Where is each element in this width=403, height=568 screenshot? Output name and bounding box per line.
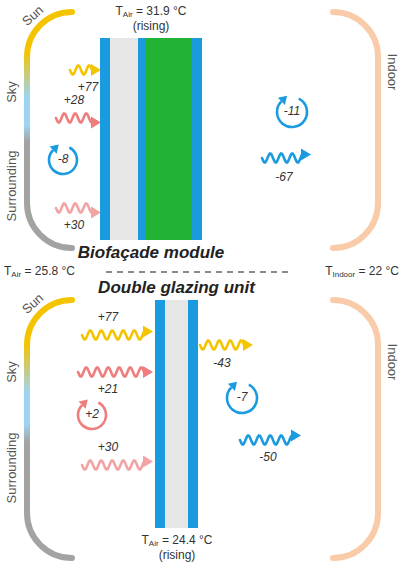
- facade-module: Biofaçade module: [100, 38, 202, 240]
- arrow-head: [143, 326, 153, 338]
- flux-value: -7: [237, 391, 248, 404]
- arrow-head: [91, 206, 101, 218]
- flux-value: +30: [64, 219, 84, 232]
- flux-value: -8: [58, 153, 69, 166]
- module-layer: [146, 38, 192, 240]
- environment-bracket: [27, 300, 72, 558]
- radiation-arrow: [56, 114, 92, 123]
- side-label: Sky: [5, 361, 19, 383]
- radiation-arrow: [56, 204, 92, 213]
- environment-bracket: [27, 12, 72, 248]
- radiation-arrow: [262, 154, 302, 163]
- arrow-head: [91, 64, 101, 76]
- facade-module: Double glazing unit: [155, 300, 198, 528]
- arrow-head: [91, 116, 101, 128]
- module-layer: [100, 38, 110, 240]
- radiation-arrow: [82, 331, 144, 340]
- flux-value: -11: [284, 105, 300, 118]
- temperature-label: TAir = 25.8 °C: [4, 265, 75, 280]
- module-layers: [100, 38, 202, 240]
- convection-arrow: [227, 385, 257, 413]
- flux-value: +30: [98, 441, 118, 454]
- radiation-arrow: [82, 461, 144, 470]
- convection-arrow: [277, 99, 307, 127]
- module-layer: [192, 38, 202, 240]
- module-layer: [110, 38, 138, 240]
- side-label: Surrounding: [5, 433, 19, 504]
- arrow-head: [301, 149, 311, 161]
- temperature-label: TIndoor = 22 °C: [325, 265, 399, 280]
- radiation-arrow: [240, 436, 292, 445]
- module-layer: [155, 300, 165, 528]
- radiation-arrow: [70, 66, 92, 75]
- divider-line: [106, 271, 292, 273]
- radiation-arrow: [200, 341, 244, 350]
- arrow-head: [291, 430, 301, 442]
- arrow-head: [143, 456, 153, 468]
- arrow-head: [243, 339, 253, 351]
- flux-value: +77: [98, 311, 118, 324]
- module-layers: [155, 300, 198, 528]
- flux-value: -43: [213, 357, 230, 370]
- arrow-head: [79, 399, 88, 408]
- side-label: Surrounding: [5, 151, 19, 222]
- flux-value: +28: [64, 94, 84, 107]
- arrow-head: [228, 382, 237, 391]
- side-label: Indoor: [385, 344, 399, 381]
- convection-arrow: [78, 403, 106, 429]
- temperature-label: TAir = 31.9 °C (rising): [116, 5, 187, 33]
- flux-value: +77: [78, 81, 98, 94]
- indoor-bracket: [333, 12, 378, 248]
- flux-value: +2: [85, 408, 99, 421]
- arrow-head: [50, 144, 59, 153]
- module-layer: [138, 38, 146, 240]
- side-label: Sky: [5, 81, 19, 103]
- side-label: Indoor: [385, 54, 399, 91]
- arrow-head: [278, 96, 287, 105]
- module-layer: [165, 300, 188, 528]
- flux-value: +21: [98, 383, 118, 396]
- module-layer: [188, 300, 198, 528]
- flux-value: -50: [259, 451, 276, 464]
- module-heading: Biofaçade module: [78, 243, 224, 263]
- convection-arrow: [49, 148, 77, 174]
- radiation-arrow: [78, 368, 144, 377]
- indoor-bracket: [333, 300, 378, 558]
- module-heading: Double glazing unit: [98, 278, 255, 298]
- temperature-label: TAir = 24.4 °C (rising): [142, 534, 213, 562]
- flux-value: -67: [275, 171, 292, 184]
- arrow-head: [143, 366, 153, 378]
